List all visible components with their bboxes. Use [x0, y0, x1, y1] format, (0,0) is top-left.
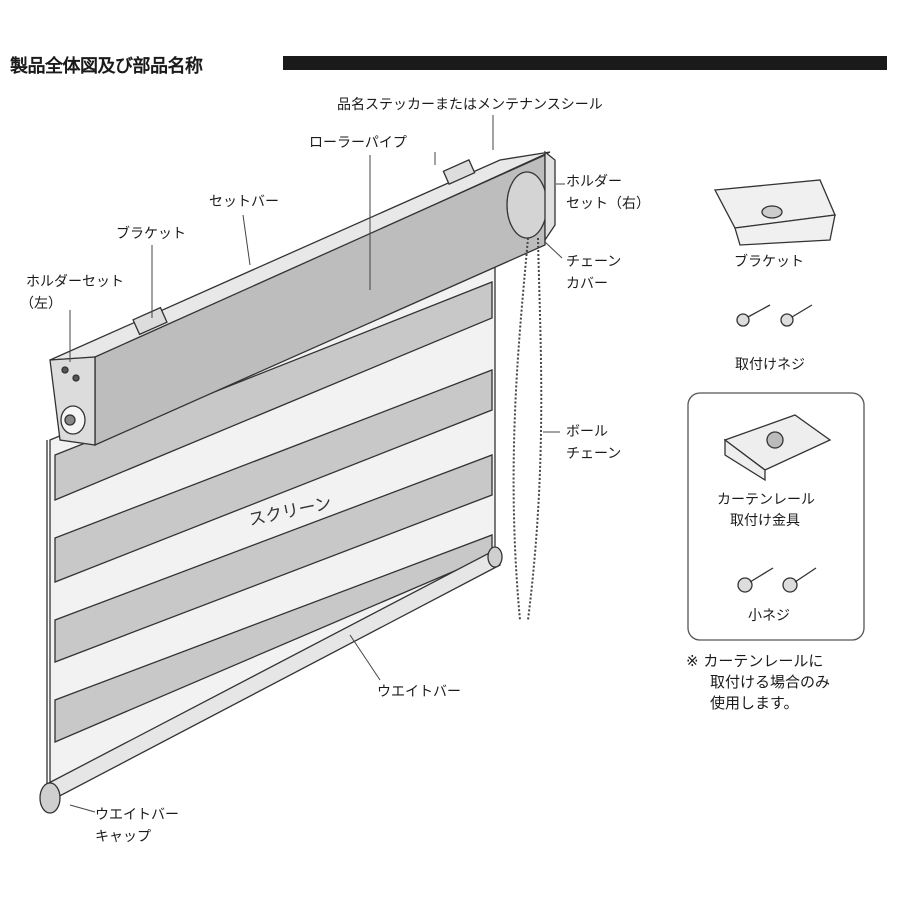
- head-rail: [49, 150, 556, 447]
- part-fitting-label-1: カーテンレール: [717, 492, 815, 508]
- weight-cap-label-2: キャップ: [95, 829, 151, 845]
- weight-bar-label: ウエイトバー: [377, 684, 461, 700]
- holder-right-label-1: ホルダー: [566, 174, 622, 190]
- small-screws-part: [737, 567, 817, 593]
- ball-chain-label-1: ボール: [566, 424, 608, 440]
- holder-left-label-1: ホルダーセット: [26, 274, 124, 290]
- screws-part: [736, 304, 813, 327]
- ball-chain: [512, 237, 543, 621]
- title-bar: [283, 56, 887, 70]
- weight-bar-cap-shape: [39, 782, 61, 814]
- screen-band: [54, 454, 493, 663]
- weight-cap-label-1: ウエイトバー: [95, 807, 179, 823]
- bracket-part: [713, 179, 836, 246]
- roller-pipe-label: ローラーパイプ: [309, 135, 407, 151]
- chain-cover-label-2: カバー: [566, 276, 608, 292]
- bracket-label: ブラケット: [116, 226, 186, 242]
- part-small-screw-label: 小ネジ: [748, 608, 790, 624]
- note-line-1: ※ カーテンレールに: [686, 652, 824, 670]
- screen-band: [54, 369, 493, 583]
- right-holder-end: [506, 171, 548, 239]
- ball-chain-label-2: チェーン: [566, 446, 622, 462]
- screen-band: [54, 281, 493, 501]
- sticker-label: 品名ステッカーまたはメンテナンスシール: [337, 97, 603, 113]
- screen-fabric: [46, 254, 496, 792]
- page-title: 製品全体図及び部品名称: [10, 56, 203, 77]
- sticker-on-rail: [442, 159, 476, 185]
- note-line-3: 使用します。: [710, 694, 799, 712]
- chain-cover-label-1: チェーン: [566, 254, 622, 270]
- note-line-2: 取付ける場合のみ: [710, 673, 831, 691]
- holder-left-label-2: （左）: [20, 296, 62, 312]
- part-screws-label: 取付けネジ: [735, 357, 805, 373]
- usage-note: ※ カーテンレールに 取付ける場合のみ 使用します。: [686, 651, 830, 714]
- holder-right-label-2: セット（右）: [566, 196, 650, 212]
- bracket-on-rail: [132, 306, 168, 336]
- weight-bar-shape: [39, 546, 503, 814]
- part-fitting-label-2: 取付け金具: [730, 513, 800, 529]
- fitting-frame: [687, 392, 865, 641]
- set-bar-label: セットバー: [209, 194, 279, 210]
- part-bracket-label: ブラケット: [734, 254, 804, 270]
- leader-lines: [69, 115, 565, 813]
- curtain-fitting-part: [723, 414, 832, 482]
